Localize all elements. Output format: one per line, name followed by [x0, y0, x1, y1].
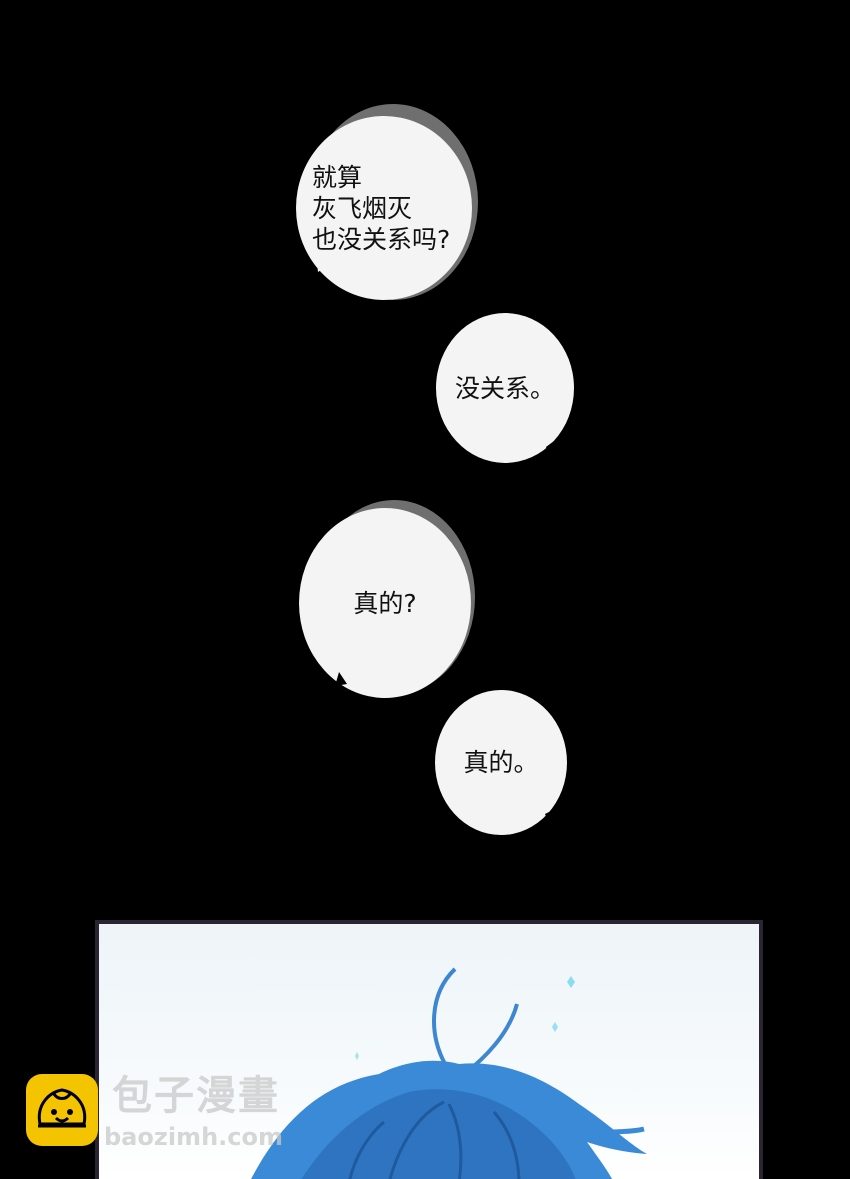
speech-bubble-2: 没关系。	[436, 313, 576, 468]
speech-bubble-1: 就算 灰飞烟灭 也没关系吗?	[294, 104, 484, 304]
bubble-text: 真的?	[299, 508, 471, 698]
bubble-text: 真的。	[435, 690, 567, 835]
bun-logo-icon	[26, 1074, 98, 1146]
character-hair-illustration	[251, 967, 647, 1179]
speech-bubble-3: 真的?	[297, 500, 482, 705]
panel-scene	[99, 924, 759, 1179]
speech-bubble-4: 真的。	[435, 690, 570, 840]
bubble-tail	[545, 810, 553, 824]
bubble-tail	[335, 672, 347, 686]
watermark: 包子漫畫 baozimh.com	[26, 1072, 326, 1152]
watermark-title: 包子漫畫	[112, 1073, 280, 1119]
watermark-url: baozimh.com	[104, 1123, 283, 1151]
comic-panel	[95, 920, 763, 1179]
bubble-tail	[312, 254, 330, 278]
bubble-text: 就算 灰飞烟灭 也没关系吗?	[296, 116, 472, 300]
bubble-tail	[546, 441, 554, 453]
bubble-text: 没关系。	[436, 313, 574, 463]
